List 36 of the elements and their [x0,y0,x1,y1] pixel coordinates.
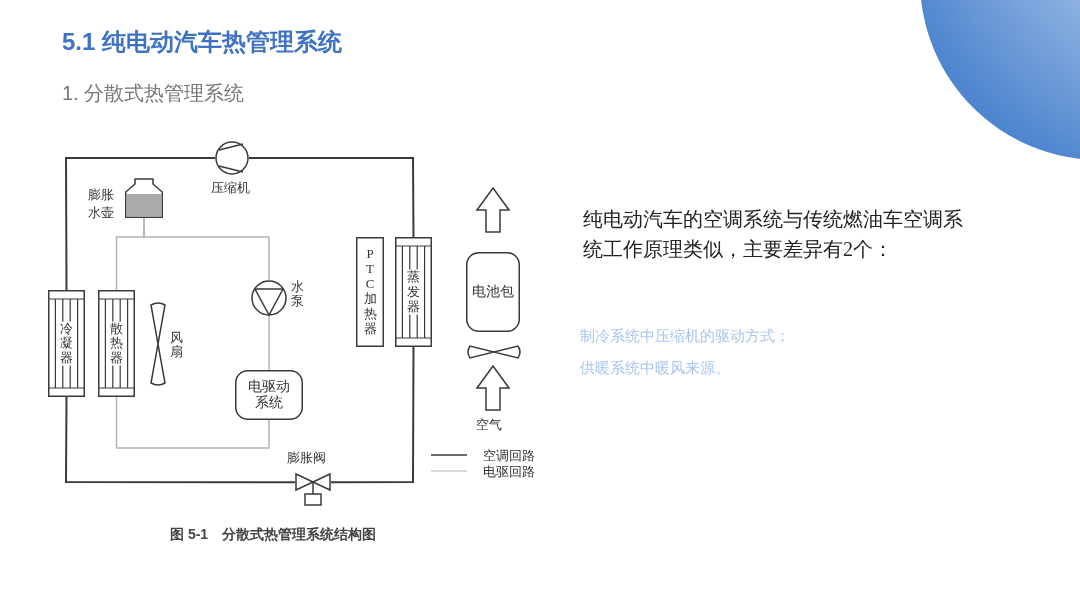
legend-label: 空调回路 [483,447,535,465]
evaporator [395,237,432,347]
component-label: 散热器 [110,321,123,366]
radiator [98,290,135,397]
paragraph: 纯电动汽车的空调系统与传统燃油车空调系统工作原理类似，主要差异有2个： [583,207,964,262]
list-item: 供暖系统中暖风来源。 [580,359,730,378]
pipe-line [248,157,415,238]
pipe-line [330,346,415,484]
pipe-line [65,157,216,291]
drive-system-box [235,370,303,420]
air-label: 空气 [476,416,502,434]
component-label: 压缩机 [211,181,250,196]
pipe-line [143,217,270,281]
component-label: 水泵 [291,280,304,309]
airflow-arrow [476,187,510,233]
subtitle: 1. 分散式热管理系统 [62,81,245,106]
fan-drawing [468,344,520,360]
component-label: 电池包 [472,283,514,301]
component-label: 冷凝器 [60,321,73,366]
component-label: 膨胀水壶 [87,186,115,222]
component-label: 风扇 [170,331,183,360]
legend-label: 电驱回路 [483,463,535,481]
component-label: 电驱动系统 [248,378,290,412]
component-label: 膨胀阀 [287,451,326,466]
component-label: 蒸发器 [407,269,420,315]
battery-pack-box [466,252,520,332]
airflow-arrow [476,365,510,411]
pipe-line [268,315,270,371]
list-item: 制冷系统中压缩机的驱动方式； [580,327,790,346]
slide-title: 5.1 纯电动汽车热管理系统 [62,27,343,57]
figure-caption: 图 5-1 分散式热管理系统结构图 [170,526,377,544]
pipe-line [115,396,270,449]
pipe-line [65,396,296,484]
condenser [48,290,85,397]
ptc-heater-box [356,237,384,347]
component-label: PTC加热器 [363,247,377,337]
